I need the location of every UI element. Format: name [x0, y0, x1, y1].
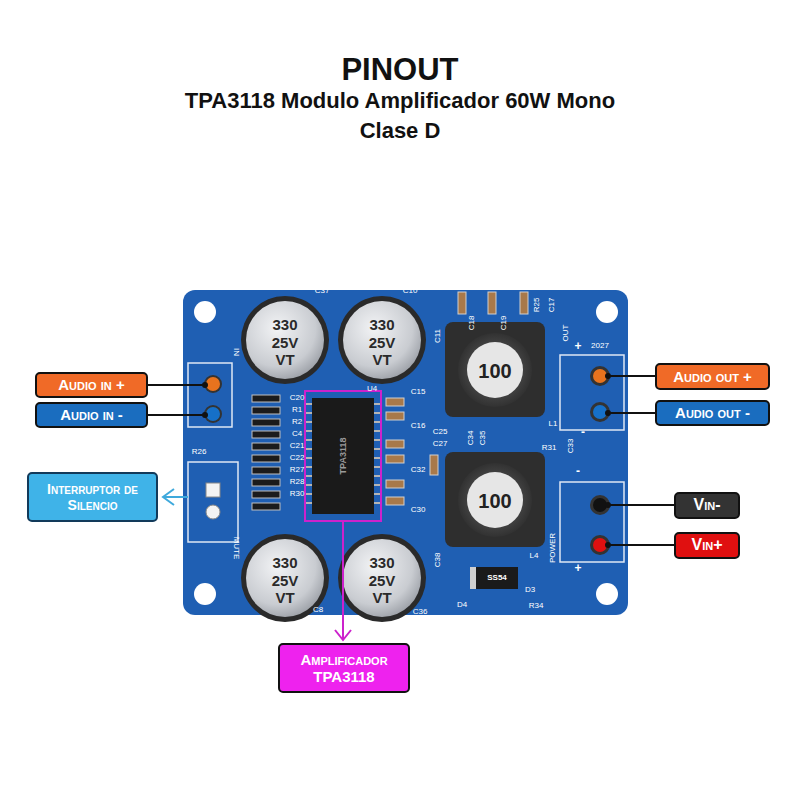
silkscreen-label: C17: [548, 298, 556, 313]
mute-pad: [206, 483, 220, 497]
silkscreen-label: R26: [192, 448, 207, 456]
silkscreen-label: C10: [403, 287, 418, 295]
callout-box: Audio out +: [655, 363, 770, 390]
polarity-sign: +: [574, 340, 581, 352]
silkscreen-label: C37: [315, 287, 330, 295]
callout-text: Vin-: [694, 496, 721, 514]
silkscreen-label: C15: [411, 388, 426, 396]
silkscreen-label: MUTE: [232, 537, 240, 560]
capacitor-marking: VT: [275, 352, 294, 367]
audio-out-plus-pad: [593, 369, 607, 383]
silkscreen-label: C36: [413, 608, 428, 616]
capacitor: [241, 534, 329, 622]
silkscreen-label: C33: [567, 439, 575, 454]
subtitle: TPA3118 Modulo Amplificador 60W Mono Cla…: [180, 86, 620, 146]
mute-leader: [164, 496, 188, 498]
capacitor-marking: 330: [369, 555, 394, 570]
inductor: [445, 322, 545, 417]
polarity-sign: -: [581, 426, 585, 438]
silkscreen-label: C35: [479, 431, 487, 446]
silkscreen-label: R2: [292, 418, 302, 426]
silkscreen-label: C8: [313, 606, 323, 614]
silkscreen-label: C20: [290, 394, 305, 402]
callout-box: Audio out -: [655, 400, 770, 426]
capacitor-marking: 25V: [369, 573, 396, 588]
capacitor-marking: 330: [272, 555, 297, 570]
silkscreen-label: C30: [411, 506, 426, 514]
page-title: PINOUT: [341, 54, 458, 85]
callout-text: Audio out +: [673, 368, 752, 385]
capacitor-marking: 330: [272, 317, 297, 332]
capacitor-marking: 25V: [272, 335, 299, 350]
silkscreen-label: C19: [500, 316, 508, 331]
silkscreen-label: D3: [525, 586, 535, 594]
silkscreen-label: D4: [457, 601, 467, 609]
callout-box: Interruptor de Silencio: [27, 472, 158, 522]
vin-plus-pad: [593, 538, 607, 552]
capacitor-marking: VT: [275, 590, 294, 605]
capacitor-marking: 25V: [272, 573, 299, 588]
silkscreen-label: C25: [433, 428, 448, 436]
capacitor: [241, 296, 329, 384]
silkscreen-label: U4: [367, 385, 377, 393]
callout-box: Audio in +: [35, 372, 148, 398]
callout-box: Audio in -: [35, 402, 148, 428]
silkscreen-label: C16: [411, 422, 426, 430]
callout-text: Audio in -: [60, 406, 123, 423]
callout-box: Amplificador TPA3118: [278, 643, 410, 693]
silkscreen-label: C32: [411, 466, 426, 474]
silkscreen-label: C34: [467, 431, 475, 446]
silkscreen-label: C21: [290, 442, 305, 450]
silkscreen-label: C22: [290, 454, 305, 462]
silkscreen-label: R27: [290, 466, 305, 474]
callout-text: Vin+: [691, 536, 722, 554]
polarity-sign: -: [576, 465, 580, 477]
chip-highlight: [305, 391, 381, 521]
callout-box: Vin-: [674, 492, 740, 519]
silkscreen-label: C38: [434, 553, 442, 568]
callout-text: Amplificador TPA3118: [286, 651, 402, 686]
audio-in-plus-pad: [206, 377, 220, 391]
diode-marking: SS54: [487, 574, 507, 582]
silkscreen-label: C11: [434, 329, 442, 343]
callout-text: Audio in +: [58, 376, 124, 393]
silkscreen-label: C18: [468, 316, 476, 331]
silkscreen-label: POWER: [549, 533, 557, 563]
silkscreen-label: R1: [292, 406, 302, 414]
audio-out-minus-pad: [593, 405, 607, 419]
silkscreen-label: R28: [290, 478, 305, 486]
silkscreen-label: R30: [290, 490, 305, 498]
audio-in-minus-pad: [206, 407, 220, 421]
callout-text: Audio out -: [675, 404, 750, 421]
capacitor-marking: VT: [372, 352, 391, 367]
leader-lines: [148, 376, 674, 545]
silkscreen-label: OUT: [562, 325, 570, 342]
amplifier-chip: [312, 398, 374, 514]
silkscreen-label: C4: [292, 430, 302, 438]
inductor: [445, 452, 545, 547]
silkscreen-label: IN: [232, 348, 240, 356]
capacitor-marking: VT: [372, 590, 391, 605]
capacitor: [338, 296, 426, 384]
silkscreen-label: L1: [549, 420, 558, 428]
silkscreen-label: R34: [529, 602, 544, 610]
silkscreen-label: R25: [533, 298, 541, 313]
chip-leader: [342, 521, 344, 640]
inductor-marking: 100: [478, 491, 511, 511]
capacitor-marking: 330: [369, 317, 394, 332]
polarity-sign: +: [574, 562, 581, 574]
inductor-marking: 100: [478, 361, 511, 381]
callout-box: Vin+: [674, 532, 740, 559]
silkscreen-label: L4: [530, 552, 539, 560]
capacitor-marking: 25V: [369, 335, 396, 350]
silkscreen-label: 2027: [591, 342, 609, 350]
callout-text: Interruptor de Silencio: [35, 481, 150, 513]
diode: [470, 567, 518, 589]
silkscreen-label: R31: [542, 444, 557, 452]
silkscreen-label: C27: [433, 440, 448, 448]
vin-minus-pad: [593, 498, 607, 512]
chip-marking: TPA3118: [339, 438, 348, 475]
